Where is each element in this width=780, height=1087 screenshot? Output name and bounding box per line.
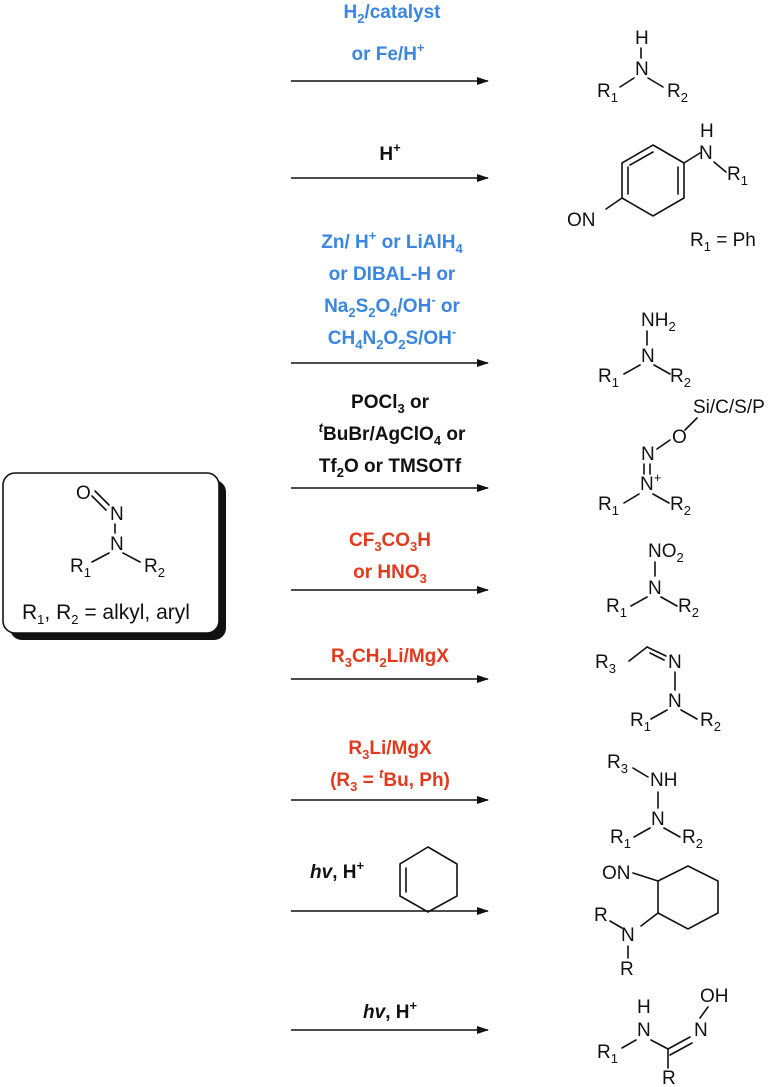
p1-n: N	[635, 59, 649, 80]
reagent-8-line-1: hv, H+	[310, 858, 364, 883]
reagent-5-line-1: CF3CO3H	[349, 530, 431, 554]
reagent-7-line-1: R3Li/MgX	[348, 738, 432, 762]
reagent-3: Zn/ H+ or LiAlH4 or DIBAL-H or Na2S2O4/O…	[321, 228, 463, 352]
p2-h: H	[700, 121, 714, 142]
product-3-hydrazine: NH2 N R1 R2	[598, 310, 691, 390]
starting-material: O N N R1 R2 R1, R2 = alkyl, aryl	[2, 472, 226, 640]
p2-r1: R1	[727, 164, 748, 188]
reagent-8: hv, H+	[310, 846, 458, 913]
reagent-4-line-1: POCl3 or	[351, 392, 430, 416]
p3-r2: R2	[670, 366, 691, 390]
reagent-5: CF3CO3H or HNO3	[349, 530, 431, 586]
reagent-6-line-1: R3CH2Li/MgX	[331, 646, 449, 670]
reagent-2: H+	[379, 140, 401, 165]
reagent-6: R3CH2Li/MgX	[331, 646, 449, 670]
p6-r2: R2	[700, 710, 721, 734]
p4-r1: R1	[598, 494, 619, 518]
p8-on: ON	[602, 863, 631, 884]
p6-r3: R3	[595, 652, 616, 676]
substituent-caption: R1, R2 = alkyl, aryl	[22, 601, 190, 627]
product-4-diazenium: Si/C/S/P O N N+ R1 R2	[598, 397, 765, 518]
cyclohexene-icon	[399, 846, 458, 913]
reagent-1-line-2: or Fe/H+	[351, 40, 424, 65]
p8-n: N	[621, 925, 635, 946]
product-5-nitramine: NO2 N R1 R2	[606, 541, 699, 620]
p2-note: R1 = Ph	[690, 230, 756, 254]
p9-oh: OH	[700, 986, 729, 1007]
reagent-3-line-1: Zn/ H+ or LiAlH4	[321, 228, 463, 256]
product-7-hydrazine: R3 NH N R1 R2	[607, 752, 703, 851]
p9-r1: R1	[597, 1042, 618, 1066]
p7-nh: NH	[650, 770, 677, 791]
amine-nitrogen: N	[110, 534, 124, 555]
p7-r3: R3	[607, 752, 628, 776]
p3-nh2: NH2	[641, 310, 676, 334]
starting-material-box	[2, 472, 220, 634]
reagent-5-line-2: or HNO3	[353, 562, 427, 586]
p4-o: O	[672, 427, 687, 448]
reagent-9: hv, H+	[363, 998, 417, 1023]
p7-r2: R2	[682, 827, 703, 851]
reagent-7: R3Li/MgX (R3 = tBu, Ph)	[330, 738, 450, 794]
p4-si-c-s-p: Si/C/S/P	[693, 397, 765, 418]
product-2-nitroso-aniline: H N R1 ON R1 = Ph	[567, 121, 756, 254]
p4-n-top: N	[641, 444, 655, 465]
p9-n: N	[694, 1020, 708, 1041]
product-6-hydrazone: R3 N N R1 R2	[595, 646, 721, 734]
p8-r-bot: R	[620, 959, 634, 980]
reagent-7-line-2: (R3 = tBu, Ph)	[330, 766, 450, 794]
p5-n: N	[648, 578, 662, 599]
p8-r-top: R	[594, 905, 608, 926]
reagent-3-line-4: CH4N2O2S/OH-	[328, 324, 456, 352]
p1-r2: R2	[667, 81, 688, 105]
reagent-3-line-2: or DIBAL-H or	[329, 264, 456, 285]
product-1-amine: H N R1 R2	[597, 28, 688, 105]
p6-n1: N	[668, 652, 682, 673]
reagent-4: POCl3 or tBuBr/AgClO4 or Tf2O or TMSOTf	[319, 392, 466, 480]
p3-r1: R1	[598, 366, 619, 390]
p5-no2: NO2	[648, 541, 684, 565]
p5-r2: R2	[678, 596, 699, 620]
reagent-4-line-2: tBuBr/AgClO4 or	[319, 420, 466, 448]
product-8-aminonitroso-cyclohexane: ON R N R	[594, 863, 719, 980]
p9-r: R	[662, 1068, 676, 1087]
p4-r2: R2	[670, 494, 691, 518]
p6-n2: N	[668, 691, 682, 712]
reagent-1-line-1: H2/catalyst	[343, 2, 441, 26]
p9-h: H	[637, 997, 651, 1018]
p3-n: N	[641, 346, 655, 367]
nitroso-oxygen: O	[76, 483, 91, 504]
p7-r1: R1	[610, 827, 631, 851]
reagent-3-line-3: Na2S2O4/OH- or	[324, 292, 460, 320]
reagent-1: H2/catalyst or Fe/H+	[343, 2, 441, 65]
p1-r1: R1	[597, 81, 618, 105]
p2-on: ON	[567, 210, 596, 231]
p7-n: N	[651, 809, 665, 830]
product-9-amidoxime: H N R1 N OH R	[597, 986, 729, 1087]
p2-n: N	[699, 143, 713, 164]
reagent-2-line-1: H+	[379, 140, 401, 165]
p5-r1: R1	[606, 596, 627, 620]
p1-h: H	[635, 28, 649, 49]
p9-nh: N	[637, 1020, 651, 1041]
p6-r1: R1	[630, 710, 651, 734]
r1-label: R1	[70, 556, 91, 580]
reagent-9-line-1: hv, H+	[363, 998, 417, 1023]
reagent-4-line-3: Tf2O or TMSOTf	[319, 456, 462, 480]
r2-label: R2	[144, 556, 165, 580]
reaction-arrows	[291, 77, 489, 1034]
p4-n-plus: N+	[640, 470, 661, 495]
nitroso-nitrogen: N	[110, 504, 124, 525]
